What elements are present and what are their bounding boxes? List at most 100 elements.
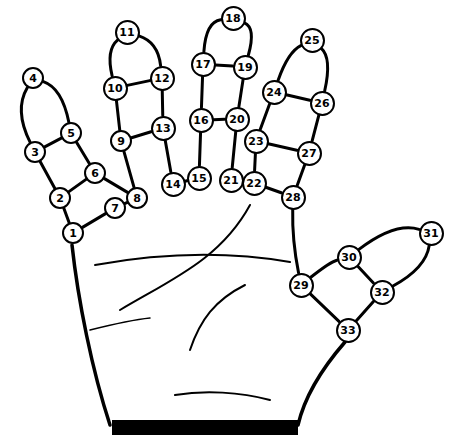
hand-line xyxy=(213,118,224,121)
point-circle: 32 xyxy=(370,280,395,305)
hand-line xyxy=(358,266,374,283)
hand-line xyxy=(268,144,297,150)
point-circle: 1 xyxy=(62,222,84,244)
point-number: 10 xyxy=(107,83,122,94)
hand-line xyxy=(161,90,165,115)
point-number: 19 xyxy=(237,62,252,73)
point-number: 7 xyxy=(111,203,119,214)
hand-line xyxy=(124,152,134,188)
point-number: 32 xyxy=(374,287,389,298)
hand-line xyxy=(139,36,161,66)
point-circle: 10 xyxy=(103,76,128,101)
point-number: 1 xyxy=(69,228,77,239)
point-number: 14 xyxy=(165,179,180,190)
point-number: 4 xyxy=(29,73,37,84)
point-number: 31 xyxy=(423,228,438,239)
hand-line xyxy=(132,132,152,138)
hand-line xyxy=(104,179,127,193)
hand-line xyxy=(356,301,373,320)
point-number: 33 xyxy=(340,325,355,336)
point-circle: 24 xyxy=(262,80,287,105)
point-circle: 2 xyxy=(49,187,71,209)
point-circle: 29 xyxy=(289,273,314,298)
hand-line xyxy=(43,82,68,123)
point-circle: 5 xyxy=(60,122,82,144)
palm-crease xyxy=(175,392,270,400)
point-circle: 3 xyxy=(24,141,46,163)
point-number: 8 xyxy=(133,193,141,204)
hand-line xyxy=(312,115,319,141)
hand-line xyxy=(127,81,150,86)
point-number: 18 xyxy=(225,13,240,24)
point-circle: 17 xyxy=(191,52,216,77)
point-circle: 26 xyxy=(310,91,335,116)
hand-line xyxy=(297,165,304,186)
hand-line xyxy=(359,228,419,250)
hand-line xyxy=(260,104,269,130)
palm-edge xyxy=(298,342,345,425)
hand-line xyxy=(321,48,327,90)
hand-line xyxy=(21,87,30,142)
point-circle: 7 xyxy=(104,197,126,219)
hand-line xyxy=(82,214,105,228)
point-number: 24 xyxy=(266,87,281,98)
point-circle: 33 xyxy=(336,318,361,343)
hand-line xyxy=(215,65,232,66)
point-number: 27 xyxy=(301,148,316,159)
hand-line xyxy=(110,40,118,76)
hand-line xyxy=(45,138,62,147)
palm-edge xyxy=(72,245,110,425)
point-number: 30 xyxy=(341,252,356,263)
point-circle: 18 xyxy=(221,6,246,31)
point-number: 29 xyxy=(293,280,308,291)
point-number: 9 xyxy=(117,136,125,147)
point-circle: 13 xyxy=(151,116,176,141)
point-circle: 9 xyxy=(110,130,132,152)
hand-line xyxy=(201,76,202,107)
point-circle: 8 xyxy=(126,187,148,209)
hand-line xyxy=(204,20,221,52)
point-number: 15 xyxy=(191,173,206,184)
point-number: 21 xyxy=(223,175,238,186)
palm-crease xyxy=(190,285,245,350)
hand-line xyxy=(232,131,236,167)
point-circle: 23 xyxy=(244,129,269,154)
point-circle: 19 xyxy=(233,55,258,80)
hand-line xyxy=(278,46,301,81)
palm-crease xyxy=(95,255,290,265)
point-number: 3 xyxy=(31,147,39,158)
hand-line xyxy=(286,95,310,100)
point-number: 17 xyxy=(195,59,210,70)
hand-line xyxy=(69,179,86,191)
point-circle: 15 xyxy=(187,166,212,191)
hand-line xyxy=(199,132,200,165)
point-number: 12 xyxy=(154,73,169,84)
hand-line xyxy=(253,153,257,170)
hand-line xyxy=(293,209,299,272)
point-circle: 11 xyxy=(115,20,140,45)
hand-line xyxy=(393,245,429,286)
point-number: 26 xyxy=(314,98,329,109)
point-circle: 4 xyxy=(22,67,44,89)
point-number: 20 xyxy=(229,114,244,125)
hand-line xyxy=(165,140,171,171)
point-circle: 28 xyxy=(281,185,306,210)
point-number: 23 xyxy=(248,136,263,147)
wrist-band xyxy=(112,420,298,435)
point-number: 25 xyxy=(304,35,319,46)
point-number: 16 xyxy=(193,115,208,126)
point-number: 22 xyxy=(246,178,261,189)
point-circle: 22 xyxy=(242,171,267,196)
point-circle: 21 xyxy=(219,168,244,193)
point-circle: 14 xyxy=(161,172,186,197)
hand-line xyxy=(266,187,281,193)
hand-line xyxy=(40,162,54,189)
point-circle: 12 xyxy=(150,66,175,91)
hand-line xyxy=(77,142,90,163)
hand-line xyxy=(64,208,69,222)
point-circle: 25 xyxy=(300,28,325,53)
point-number: 13 xyxy=(155,123,170,134)
point-number: 2 xyxy=(56,193,64,204)
point-circle: 31 xyxy=(419,221,444,246)
